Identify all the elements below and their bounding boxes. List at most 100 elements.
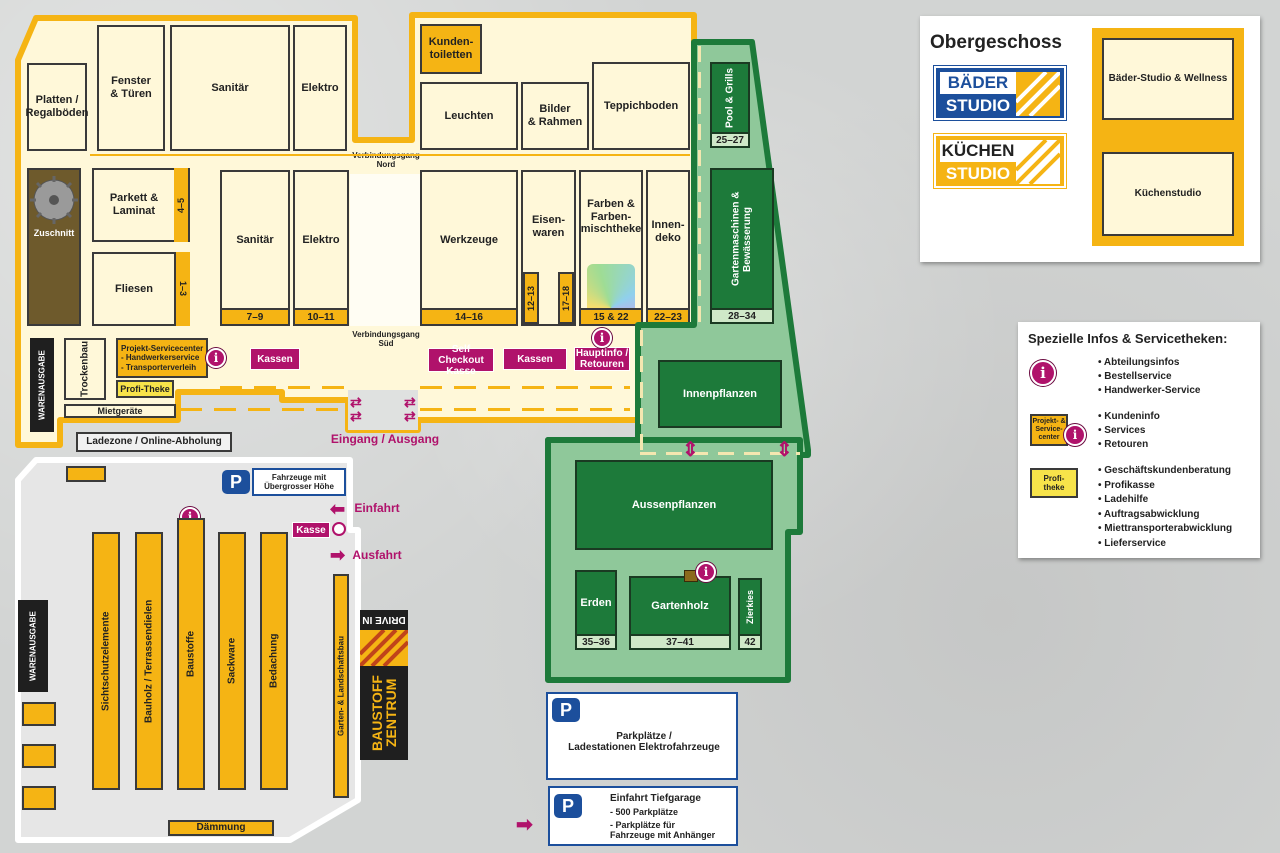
label-verbindungsgang-sued: Verbindungsgang Süd	[352, 329, 420, 348]
baustoff-box-1	[22, 702, 56, 726]
garden-path-1	[640, 330, 643, 450]
number-eisen-a: 12–13	[523, 272, 539, 324]
room-parkett: Parkett & Laminat 4–5	[92, 168, 190, 242]
entrance-arrows-left: ⇄⇄	[350, 394, 362, 424]
room-platten: Platten / Regalböden	[26, 63, 88, 151]
garden-arrow-1: ⇕	[682, 439, 699, 461]
color-mixing-swatch	[587, 264, 635, 308]
legend-item: • Miettransporterabwicklung	[1098, 523, 1233, 534]
baustoff-box-top	[66, 466, 106, 482]
room-kundentoiletten: Kunden- toiletten	[420, 24, 482, 74]
legend-item: • Auftragsabwicklung	[1098, 508, 1200, 520]
baustoff-box-3	[22, 786, 56, 810]
room-gartenholz: Gartenholz 37–41	[629, 576, 731, 650]
room-sanitaer-north: Sanitär	[170, 25, 290, 151]
room-innendeko: Innen- deko 22–23	[646, 170, 690, 326]
kuechen-logo-mark-icon	[1016, 140, 1060, 184]
legend-item: • Kundeninfo	[1098, 411, 1160, 422]
einfahrt-label: Einfahrt	[354, 501, 400, 516]
legend-projekt-info-icon: i	[1064, 424, 1086, 446]
legend-title: Spezielle Infos & Servicetheken:	[1028, 330, 1228, 346]
baeder-studio-logo: BÄDER STUDIO	[933, 65, 1067, 121]
legend-projekt-badge: Projekt- & Service- center	[1030, 414, 1068, 446]
eingang-ausgang-label: Eingang / Ausgang	[330, 432, 440, 447]
legend-group-2: • Kundeninfo • Services • Retouren	[1098, 410, 1160, 452]
kuechen-studio-logo: KÜCHEN STUDIO	[933, 133, 1067, 189]
aisle-sichtschutz: Sichtschutzelemente	[92, 532, 120, 790]
upper-floor-plan: Bäder-Studio & Wellness Küchenstudio	[1092, 28, 1244, 246]
baeder-logo-mark-icon	[1016, 72, 1060, 116]
room-baeder-wellness: Bäder-Studio & Wellness	[1102, 38, 1234, 120]
aisle-baustoffe: Baustoffe	[177, 518, 205, 790]
baustoff-logo-mark-icon	[360, 630, 408, 666]
garden-path-3	[698, 46, 701, 326]
legend-group-3: • Geschäftskundenberatung • Profikasse •…	[1098, 464, 1232, 551]
projekt-servicecenter: Projekt-Servicecenter - Handwerkerservic…	[116, 338, 208, 378]
room-farben: Farben & Farben- mischtheke 15 & 22	[579, 170, 643, 326]
path-south-1	[220, 386, 350, 389]
parking-icon-lot2: P	[554, 794, 582, 818]
ausfahrt-label: Ausfahrt	[352, 548, 402, 563]
room-aussenpflanzen: Aussenpflanzen	[575, 460, 773, 550]
corridor-verbindungsgang	[350, 174, 420, 326]
aisle-bauholz: Bauholz / Terrassendielen	[135, 532, 163, 790]
aisle-daemmung: Dämmung	[168, 820, 274, 836]
info-icon-garden[interactable]: i	[696, 562, 716, 582]
path-south-4	[420, 408, 630, 411]
aisle-sackware: Sackware	[218, 532, 246, 790]
aisle-garten-landschaftsbau: Garten- & Landschaftsbau	[333, 574, 349, 798]
ladezone: Ladezone / Online-Abholung	[76, 432, 232, 452]
room-erden: Erden 35–36	[575, 570, 617, 650]
legend-item: • Handwerker-Service	[1098, 385, 1201, 396]
room-bilder: Bilder & Rahmen	[521, 82, 589, 150]
room-zuschnitt: Zuschnitt	[27, 168, 81, 326]
room-sanitaer-south: Sanitär 7–9	[220, 170, 290, 326]
garden-path-2	[640, 452, 800, 455]
legend-item: • Retouren	[1098, 439, 1149, 450]
profi-theke: Profi-Theke	[116, 380, 174, 398]
room-zierkies: Zierkies 42	[738, 578, 762, 650]
parking-lot-2: P Einfahrt Tiefgarage - 500 Parkplätze -…	[548, 786, 738, 846]
kassen-1: Kassen	[250, 348, 300, 370]
room-gartenmaschinen: Gartenmaschinen & Bewässerung 28–34	[710, 168, 774, 324]
upper-floor-panel: Obergeschoss BÄDER STUDIO KÜCHEN STUDIO …	[920, 16, 1260, 262]
info-icon-projekt[interactable]: i	[206, 348, 226, 368]
room-werkzeuge: Werkzeuge 14–16	[420, 170, 518, 326]
baustoff-zentrum-logo: DRIVE IN BAUSTOFF ZENTRUM	[360, 610, 408, 760]
garden-arrow-2: ⇕	[776, 439, 793, 461]
legend-item: • Ladehilfe	[1098, 494, 1149, 505]
room-teppichboden: Teppichboden	[592, 62, 690, 150]
room-elektro-south: Elektro 10–11	[293, 170, 349, 326]
room-leuchten: Leuchten	[420, 82, 518, 150]
corridor-nord-line	[90, 154, 690, 156]
legend-info-icon: i	[1030, 360, 1056, 386]
room-fliesen: Fliesen 1–3	[92, 252, 190, 326]
warenausgabe-north: WARENAUSGABE	[30, 338, 54, 432]
legend-profi-badge: Profi- theke	[1030, 468, 1078, 498]
room-fenster: Fenster & Türen	[97, 25, 165, 151]
room-mietgeraete: Mietgeräte	[64, 404, 176, 418]
tiefgarage-arrow: ➡	[516, 814, 533, 836]
legend-item: • Lieferservice	[1098, 537, 1166, 549]
kassen-2: Kassen	[503, 348, 567, 370]
path-south-3	[180, 408, 350, 411]
warenausgabe-baustoff: WARENAUSGABE	[18, 600, 48, 692]
entrance-passage	[348, 390, 418, 430]
self-checkout: Self Checkout Kasse	[428, 344, 494, 377]
baustoff-kasse: Kasse	[292, 522, 330, 538]
room-elektro-north: Elektro	[293, 25, 347, 151]
legend-item: • Geschäftskundenberatung	[1098, 465, 1231, 476]
legend-item: • Services	[1098, 425, 1146, 436]
parking-icon-lot1: P	[552, 698, 580, 722]
number-eisen-b: 17–18	[558, 272, 574, 324]
path-south-2	[420, 386, 630, 389]
parking-lot-1: P Parkplätze / Ladestationen Elektrofahr…	[546, 692, 738, 780]
baustoff-box-2	[22, 744, 56, 768]
parking-icon-high: P	[222, 470, 250, 494]
upper-floor-title: Obergeschoss	[930, 32, 1062, 54]
einfahrt-arrow: ⬅	[330, 499, 346, 519]
legend-group-1: • Abteilungsinfos • Bestellservice • Han…	[1098, 356, 1200, 398]
info-icon-hauptinfo[interactable]: i	[592, 328, 612, 348]
room-innenpflanzen: Innenpflanzen	[658, 360, 782, 428]
